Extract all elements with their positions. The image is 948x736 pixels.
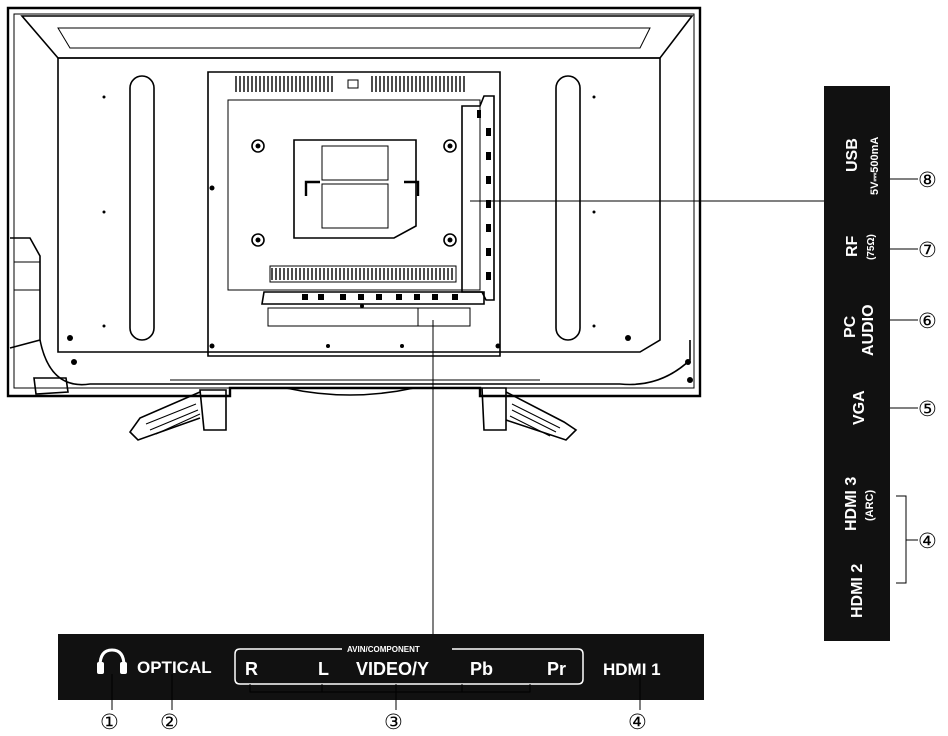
headphone-icon	[97, 648, 127, 674]
arc-label: (ARC)	[864, 490, 876, 521]
top-vent	[20, 15, 694, 59]
pc-label: PC	[842, 315, 859, 338]
usb-label: USB	[844, 138, 861, 172]
callout-4-side: ④	[918, 530, 937, 553]
bottom-callout-lines	[111, 320, 641, 710]
callout-5: ⑤	[918, 398, 937, 421]
side-callout-lines	[470, 178, 918, 584]
right-handle-slot	[555, 75, 581, 341]
rf-rating-label: (75Ω)	[866, 234, 877, 260]
bottom-panel-background	[58, 634, 704, 700]
bottom-connector-panel: OPTICAL AVIN/COMPONENT R L VIDEO/Y Pb Pr…	[58, 634, 704, 700]
usb-rating-label: 5V⎓500mA	[869, 137, 881, 195]
hdmi2-label: HDMI 2	[849, 564, 866, 618]
optical-label: OPTICAL	[137, 658, 212, 677]
l-label: L	[318, 659, 329, 679]
side-callouts: ⑧ ⑦ ⑥ ⑤ ④	[918, 169, 937, 553]
rear-plate	[57, 57, 661, 353]
tv-outer-shell	[6, 6, 702, 398]
vga-label: VGA	[851, 390, 868, 425]
left-stand	[128, 389, 227, 441]
center-bracket	[293, 139, 417, 239]
pb-label: Pb	[470, 659, 493, 679]
bottom-callouts: ① ② ③ ④	[100, 711, 647, 734]
avin-group-title: AVIN/COMPONENT	[347, 645, 420, 654]
callout-2: ②	[160, 711, 179, 734]
rf-label: RF	[844, 235, 861, 257]
hdmi3-label: HDMI 3	[843, 477, 860, 531]
r-label: R	[245, 659, 258, 679]
pr-label: Pr	[547, 659, 566, 679]
side-port-column	[461, 95, 495, 301]
vesa-screws	[251, 139, 457, 247]
bottom-grille	[271, 268, 453, 280]
bottom-port-row	[261, 291, 485, 305]
video-y-label: VIDEO/Y	[356, 659, 429, 679]
left-handle-slot	[129, 75, 155, 341]
side-panel-background	[824, 86, 890, 641]
right-stand	[481, 387, 578, 441]
center-module	[207, 71, 501, 357]
hdmi1-label: HDMI 1	[603, 660, 661, 679]
audio-label: AUDIO	[860, 304, 877, 356]
callout-1: ①	[100, 711, 119, 734]
tv-rear-view	[6, 6, 702, 441]
side-connector-panel: USB 5V⎓500mA RF (75Ω) PC AUDIO VGA HDMI …	[824, 86, 890, 641]
callout-3: ③	[384, 711, 403, 734]
callout-6: ⑥	[918, 310, 937, 333]
avin-group-frame	[234, 648, 584, 685]
callout-8: ⑧	[918, 169, 937, 192]
callout-4-bottom: ④	[628, 711, 647, 734]
top-grille	[235, 76, 465, 92]
callout-7: ⑦	[918, 239, 937, 262]
